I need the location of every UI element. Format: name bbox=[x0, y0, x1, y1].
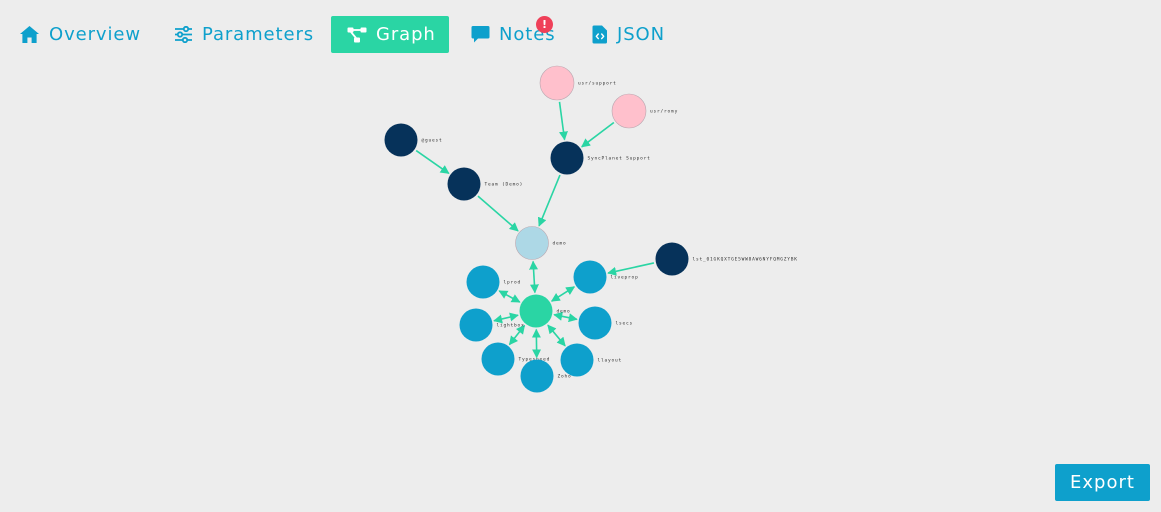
graph-node-label: lst_01GKQXTGE5WW8AW6NYFQMGZYBK bbox=[693, 257, 798, 263]
graph-node-label: lightbox bbox=[497, 323, 525, 329]
graph-icon bbox=[347, 27, 367, 43]
tab-graph[interactable]: Graph bbox=[331, 16, 449, 53]
graph-node-lst[interactable]: lst_01GKQXTGE5WW8AW6NYFQMGZYBK bbox=[655, 242, 798, 276]
graph-node-label: lsecs bbox=[616, 321, 634, 327]
graph-node-usr-support[interactable]: usr/support bbox=[539, 65, 617, 101]
graph-edge bbox=[581, 121, 615, 148]
graph-edge bbox=[550, 286, 576, 302]
graph-edge bbox=[558, 101, 568, 141]
export-button[interactable]: Export bbox=[1055, 464, 1150, 501]
graph-node-syncplanet[interactable]: SyncPlanet Support bbox=[550, 141, 651, 175]
tab-parameters-label: Parameters bbox=[202, 24, 315, 45]
graph-node-label: usr/romy bbox=[650, 109, 678, 115]
graph-node-label: SyncPlanet Support bbox=[588, 156, 651, 162]
graph-node-circle[interactable] bbox=[520, 359, 554, 393]
graph-edge bbox=[547, 324, 566, 347]
graph-node-circle[interactable] bbox=[578, 306, 612, 340]
notification-badge: ! bbox=[536, 16, 553, 33]
graph-node-label: llayout bbox=[598, 358, 623, 364]
graph-node-typespeed[interactable]: Typespeed bbox=[481, 342, 551, 376]
graph-edge bbox=[477, 195, 519, 232]
graph-node-label: usr/support bbox=[578, 81, 617, 87]
tab-notes[interactable]: Notes ! bbox=[455, 16, 572, 53]
sliders-icon bbox=[174, 26, 193, 43]
graph-node-zoho[interactable]: Zoho bbox=[520, 359, 572, 393]
graph-node-label: Typespeed bbox=[519, 357, 551, 363]
tab-overview-label: Overview bbox=[49, 24, 141, 45]
graph-edge bbox=[607, 262, 655, 276]
graph-node-label: demo bbox=[553, 241, 567, 247]
graph-node-label: lprod bbox=[504, 280, 522, 286]
graph-node-label: @guest bbox=[422, 138, 443, 144]
graph-node-circle[interactable] bbox=[466, 265, 500, 299]
graph-node-circle[interactable] bbox=[539, 65, 575, 101]
graph-edge bbox=[415, 149, 450, 175]
graph-edge bbox=[529, 260, 539, 294]
home-icon bbox=[19, 25, 40, 44]
graph-edge bbox=[508, 324, 526, 346]
graph-node-circle[interactable] bbox=[655, 242, 689, 276]
graph-node-circle[interactable] bbox=[481, 342, 515, 376]
graph-node-circle[interactable] bbox=[459, 308, 493, 342]
graph-node-team-demo[interactable]: Team (Demo) bbox=[447, 167, 524, 201]
tab-parameters[interactable]: Parameters bbox=[158, 16, 330, 53]
graph-node-circle[interactable] bbox=[573, 260, 607, 294]
tab-overview[interactable]: Overview bbox=[3, 16, 157, 53]
tab-json-label: JSON bbox=[617, 24, 665, 45]
graph-node-lprod[interactable]: lprod bbox=[466, 265, 522, 299]
code-file-icon bbox=[592, 25, 608, 44]
graph-node-circle[interactable] bbox=[515, 226, 549, 260]
graph-node-circle[interactable] bbox=[447, 167, 481, 201]
graph-node-label: Zoho bbox=[558, 374, 572, 380]
graph-node-label: Team (Demo) bbox=[485, 182, 524, 188]
graph-node-liveprop[interactable]: liveprop bbox=[573, 260, 639, 294]
graph-edge bbox=[537, 174, 561, 227]
graph-node-circle[interactable] bbox=[611, 93, 647, 129]
graph-node-demo-parent[interactable]: demo bbox=[515, 226, 567, 260]
graph-edge bbox=[493, 312, 519, 324]
graph-node-usr-romy[interactable]: usr/romy bbox=[611, 93, 678, 129]
graph-node-demo-center[interactable]: demo bbox=[519, 294, 571, 328]
graph-node-lsecs[interactable]: lsecs bbox=[578, 306, 634, 340]
graph-node-label: demo bbox=[557, 309, 571, 315]
graph-node-circle[interactable] bbox=[384, 123, 418, 157]
graph-node-llayout[interactable]: llayout bbox=[560, 343, 623, 377]
graph-node-circle[interactable] bbox=[519, 294, 553, 328]
comment-icon bbox=[471, 25, 490, 44]
tab-json[interactable]: JSON bbox=[576, 16, 681, 53]
graph-node-label: liveprop bbox=[611, 275, 639, 281]
tab-graph-label: Graph bbox=[376, 24, 436, 45]
graph-edges bbox=[415, 101, 655, 359]
graph-edge bbox=[498, 290, 521, 303]
graph-node-circle[interactable] bbox=[550, 141, 584, 175]
graph-node-lightbox[interactable]: lightbox bbox=[459, 308, 525, 342]
tab-bar: Overview Parameters Graph Notes ! bbox=[0, 16, 1161, 53]
graph-edge bbox=[553, 311, 578, 323]
graph-node-circle[interactable] bbox=[560, 343, 594, 377]
graph-node-guest[interactable]: @guest bbox=[384, 123, 443, 157]
